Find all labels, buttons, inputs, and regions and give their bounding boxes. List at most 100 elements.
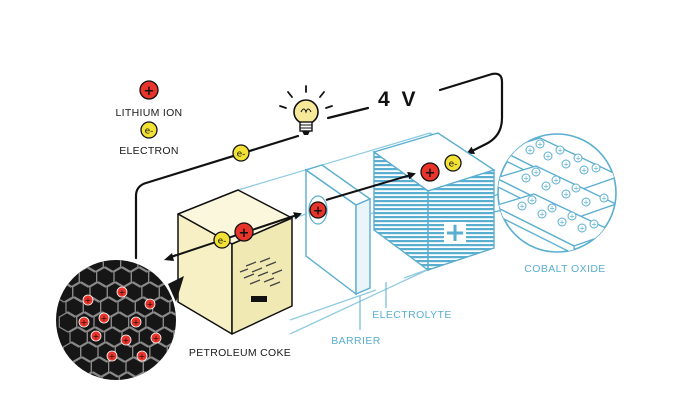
cobalt-site: + — [547, 203, 557, 213]
cobalt-site: + — [591, 163, 601, 173]
svg-text:+: + — [153, 334, 160, 343]
svg-text:e-: e- — [237, 150, 246, 160]
ion-at-barrier: + — [309, 201, 327, 219]
cobalt-site: + — [577, 223, 587, 233]
cobalt-oxide-zoom-callout: ++++++++++++++++++++++++ COBALT OXIDE — [493, 133, 617, 275]
intercalated-ion: + — [130, 316, 142, 328]
graphite-hexagon — [206, 372, 223, 392]
svg-text:+: + — [101, 314, 108, 323]
svg-text:+: + — [583, 199, 589, 207]
svg-text:+: + — [537, 141, 543, 149]
cobalt-site: + — [525, 145, 535, 155]
cobalt-site: + — [571, 183, 581, 193]
cobalt-site: + — [537, 209, 547, 219]
svg-text:+: + — [569, 213, 575, 221]
svg-text:+: + — [575, 155, 581, 163]
svg-text:+: + — [527, 147, 533, 155]
graphite-hexagon — [195, 357, 212, 377]
svg-text:+: + — [109, 352, 116, 361]
graphite-hatching — [239, 257, 283, 287]
graphite-hexagon — [191, 327, 208, 347]
electron-at-anode: e- — [213, 231, 231, 249]
legend: + LITHIUM ION e- ELECTRON — [116, 80, 183, 157]
svg-text:+: + — [519, 203, 525, 211]
cobalt-site: + — [579, 165, 589, 175]
graphite-hexagon — [66, 371, 86, 380]
svg-text:+: + — [573, 185, 579, 193]
svg-text:+: + — [581, 167, 587, 175]
graphite-hexagon — [178, 357, 195, 377]
electrolyte-label: ELECTROLYTE — [372, 309, 451, 321]
anode-label: PETROLEUM COKE — [189, 347, 291, 359]
svg-text:e-: e- — [145, 127, 154, 137]
graphite-hexagon — [137, 260, 156, 273]
graphite-hexagon — [213, 357, 230, 377]
graphite-hexagon — [158, 281, 176, 303]
cobalt-site: + — [521, 173, 531, 183]
cobalt-site: + — [557, 217, 567, 227]
ion-flow-arrow-tail — [164, 253, 174, 261]
graphite-hexagon — [209, 327, 226, 347]
graphite-hexagon — [85, 260, 104, 273]
legend-electron-label: ELECTRON — [119, 145, 179, 157]
ion-at-cathode: + — [420, 162, 440, 182]
svg-text:+: + — [239, 226, 250, 241]
intercalated-lithium-ions: +++++++++++ — [78, 286, 162, 362]
intercalated-ion: + — [78, 316, 90, 328]
graphite-hexagon — [169, 296, 176, 318]
legend-lithium-ion-label: LITHIUM ION — [116, 107, 183, 119]
graphite-hexagon — [102, 260, 122, 273]
graphite-hexagon — [181, 312, 198, 332]
svg-text:+: + — [579, 225, 585, 233]
cobalt-site: + — [543, 151, 553, 161]
cobalt-site: + — [555, 145, 565, 155]
intercalated-ion: + — [98, 312, 110, 324]
svg-text:+: + — [559, 219, 565, 227]
svg-text:+: + — [601, 195, 607, 203]
svg-text:e-: e- — [218, 237, 227, 247]
graphite-hexagon — [56, 260, 70, 273]
cathode-label: COBALT OXIDE — [524, 263, 605, 275]
graphite-hexagon — [162, 311, 176, 333]
cobalt-site: + — [561, 159, 571, 169]
svg-text:+: + — [549, 205, 555, 213]
svg-text:+: + — [593, 165, 599, 173]
svg-text:+: + — [529, 197, 535, 205]
intercalated-ion: + — [90, 330, 102, 342]
barrier-panel — [304, 164, 372, 296]
ion-at-anode: + — [234, 222, 254, 242]
intercalated-ion: + — [144, 298, 156, 310]
intercalated-ion: + — [82, 294, 94, 306]
svg-text:+: + — [563, 161, 569, 169]
svg-text:+: + — [539, 211, 545, 219]
electron-on-wire: e- — [232, 144, 250, 162]
cobalt-site: + — [581, 197, 591, 207]
cobalt-site: + — [517, 201, 527, 211]
barrier-label: BARRIER — [331, 335, 380, 347]
cobalt-site: + — [567, 211, 577, 221]
legend-lithium-ion-icon: + — [139, 80, 159, 100]
cobalt-site: + — [589, 219, 599, 229]
svg-text:+: + — [557, 147, 563, 155]
anode-block — [177, 189, 293, 335]
legend-electron-icon: e- — [140, 121, 158, 139]
cobalt-site: + — [535, 139, 545, 149]
intercalated-ion: + — [120, 334, 132, 346]
graphite-hexagon — [173, 326, 176, 348]
svg-text:+: + — [543, 183, 549, 191]
svg-text:+: + — [93, 332, 100, 341]
svg-text:+: + — [523, 175, 529, 183]
svg-text:+: + — [81, 318, 88, 327]
light-bulb-icon — [279, 85, 333, 135]
svg-text:+: + — [591, 221, 597, 229]
cobalt-site: + — [573, 153, 583, 163]
svg-text:+: + — [313, 204, 323, 218]
voltage-label: 4 V — [378, 88, 419, 111]
svg-text:+: + — [144, 84, 155, 99]
svg-text:+: + — [553, 177, 559, 185]
graphite-hexagon — [166, 341, 176, 363]
svg-text:+: + — [147, 300, 154, 309]
svg-text:+: + — [119, 288, 126, 297]
external-circuit-wire — [134, 72, 504, 260]
svg-text:+: + — [545, 153, 551, 161]
